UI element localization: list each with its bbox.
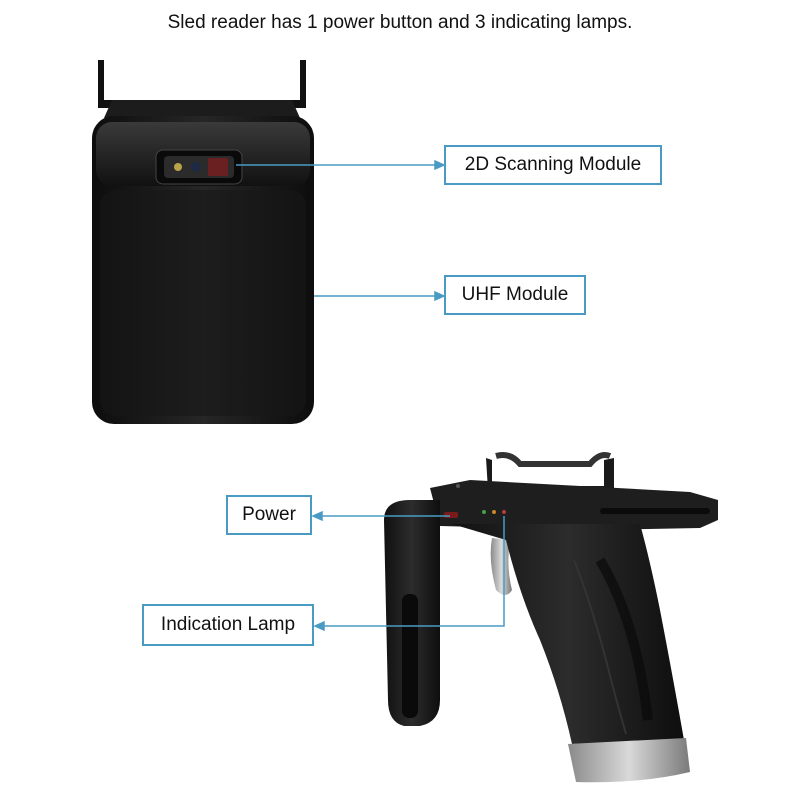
right-clip — [292, 60, 306, 108]
leader-lamp — [324, 516, 505, 627]
sled-back-view — [92, 60, 314, 424]
callout-uhf-module: UHF Module — [444, 275, 586, 315]
callout-indication-lamp: Indication Lamp — [142, 604, 314, 646]
scanner-window — [155, 149, 243, 185]
sled-side-view — [384, 452, 718, 783]
handle — [452, 524, 684, 744]
trigger — [490, 538, 512, 595]
callout-power: Power — [226, 495, 312, 535]
callout-2d-scanning-module: 2D Scanning Module — [444, 145, 662, 185]
grip-base — [568, 738, 690, 783]
power-button-mark — [444, 512, 458, 518]
left-clip — [98, 60, 112, 108]
page-title: Sled reader has 1 power button and 3 ind… — [167, 12, 633, 33]
leader-lines — [236, 159, 505, 632]
